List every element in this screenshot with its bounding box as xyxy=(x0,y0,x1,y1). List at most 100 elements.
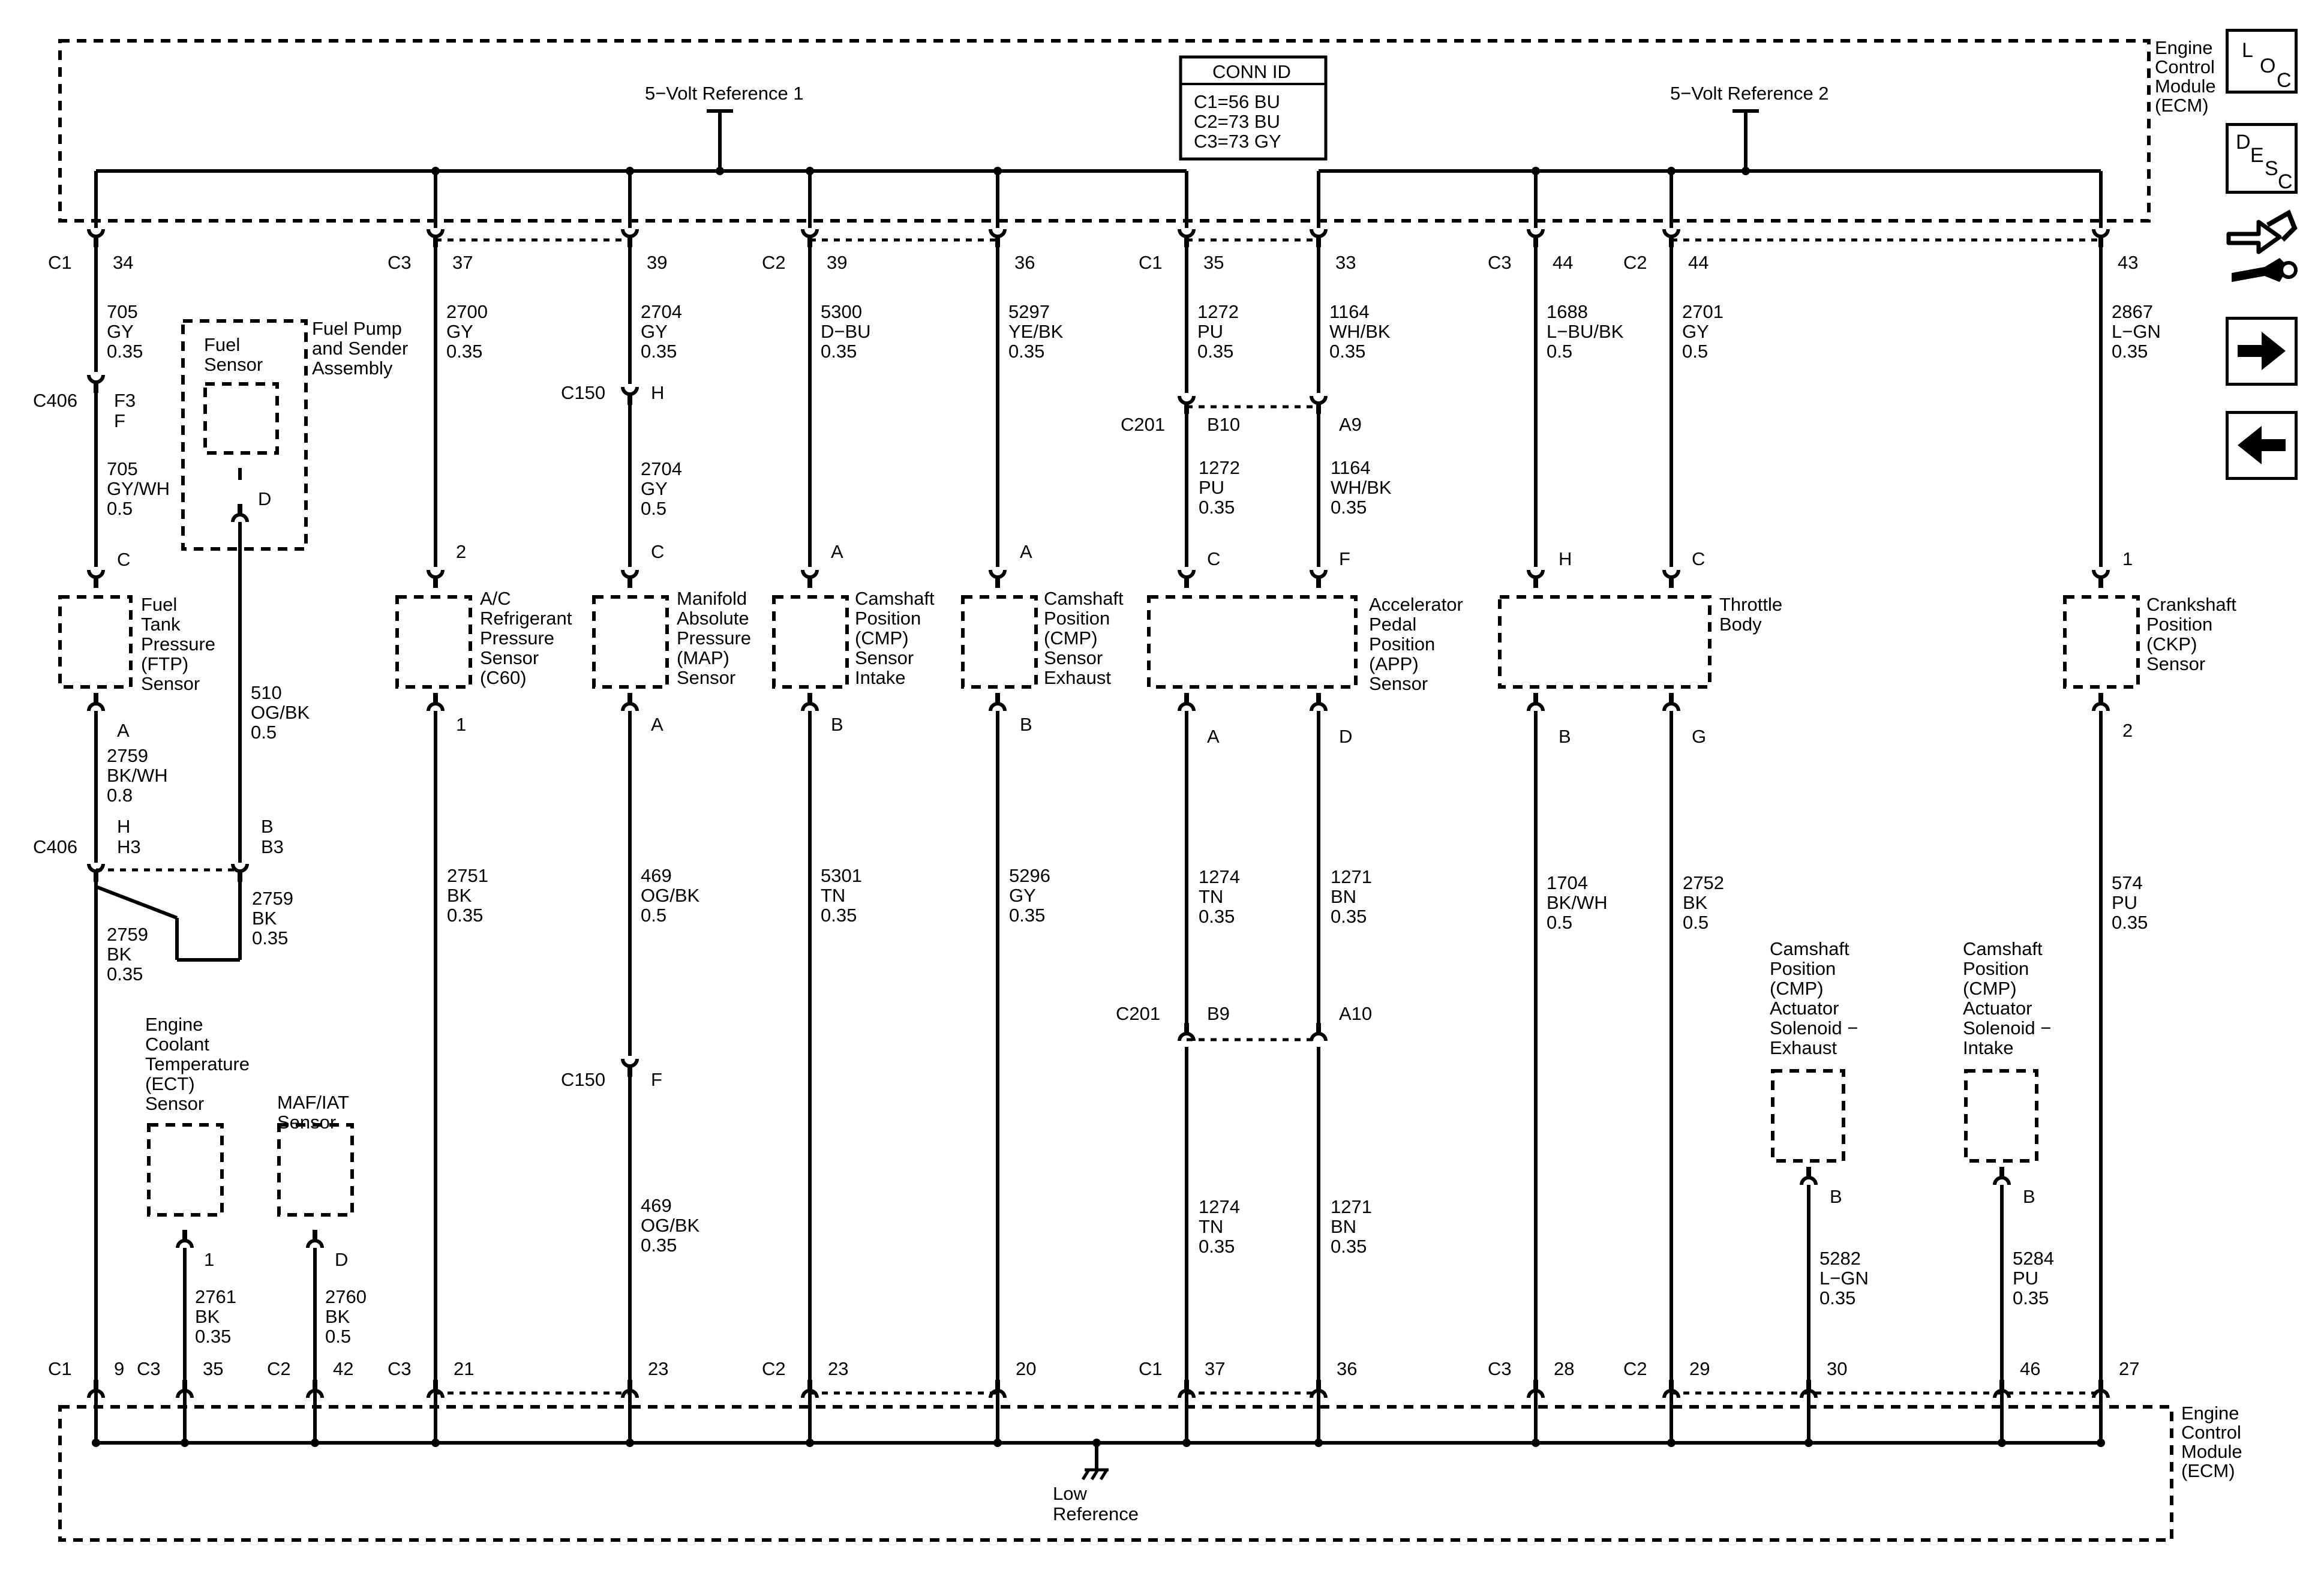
component-pin: G xyxy=(1692,726,1706,747)
connector-terminal xyxy=(433,236,438,247)
wire-label: WH/BK xyxy=(1331,477,1392,498)
bottom-connector-id: C2 xyxy=(762,1358,786,1379)
top-wire-label: 0.35 xyxy=(2112,341,2148,362)
inline-connector-id: C150 xyxy=(561,382,605,403)
connector-cavity xyxy=(1527,702,1545,712)
connector-cavity xyxy=(1662,702,1680,712)
cmp-intake-label: Intake xyxy=(855,667,905,688)
connector-terminal xyxy=(1533,236,1538,247)
top-wire-label: 2701 xyxy=(1682,301,1724,322)
connector-terminal xyxy=(1316,693,1321,704)
connector-cavity xyxy=(621,569,639,579)
wire-label: 0.35 xyxy=(1199,1236,1235,1257)
inline-pin: B xyxy=(261,816,274,837)
next-page-button[interactable] xyxy=(2226,317,2298,386)
component-pin: A xyxy=(651,714,663,735)
connector-cavity xyxy=(801,569,819,579)
harness-tool-icon[interactable] xyxy=(2223,207,2301,297)
desc-letter: C xyxy=(2278,170,2293,193)
wire-label: 469 xyxy=(641,1195,672,1216)
wire-label: PU xyxy=(2013,1268,2038,1289)
splice-dot xyxy=(1532,1439,1540,1447)
svg-text:Engine: Engine xyxy=(2155,37,2213,58)
app-sensor-label: (APP) xyxy=(1369,653,1419,674)
connector-terminal xyxy=(1184,403,1189,414)
cmp-exhaust-solenoid-label: Solenoid − xyxy=(1770,1017,1858,1038)
wire-label: 0.5 xyxy=(251,722,277,743)
wire-label: 0.5 xyxy=(107,498,133,519)
splice-dot xyxy=(181,1439,189,1447)
top-pin-number: 35 xyxy=(1203,252,1224,273)
ckp-sensor-label: (CKP) xyxy=(2146,634,2197,655)
wire-label: 0.35 xyxy=(641,1235,677,1256)
connector-terminal xyxy=(433,577,438,588)
connector-terminal xyxy=(1184,577,1189,588)
connector-cavity xyxy=(621,702,639,712)
fuel-pump-label: Assembly xyxy=(312,358,393,379)
ac-sensor-label: (C60) xyxy=(480,667,527,688)
connector-cavity xyxy=(1310,229,1328,238)
connector-terminal xyxy=(627,394,632,405)
wire-label: TN xyxy=(821,885,845,906)
ftp-label: Sensor xyxy=(141,673,200,694)
connector-terminal xyxy=(1316,577,1321,588)
top-wire-label: WH/BK xyxy=(1329,321,1391,342)
component-pin: C xyxy=(1692,548,1705,569)
svg-text:(ECM): (ECM) xyxy=(2181,1460,2235,1481)
bottom-pin-number: 37 xyxy=(1205,1358,1225,1379)
wire-label: BK xyxy=(325,1306,350,1327)
wire-label: 0.35 xyxy=(252,927,288,948)
bottom-pin-number: 46 xyxy=(2020,1358,2040,1379)
desc-button[interactable]: D E S C xyxy=(2226,123,2298,194)
connector-cavity xyxy=(621,386,639,396)
top-wire-label: 5297 xyxy=(1008,301,1050,322)
component-pin: B xyxy=(831,714,843,735)
splice-dot xyxy=(1182,1439,1191,1447)
wire-label: 5284 xyxy=(2013,1248,2054,1269)
wire-label: 5301 xyxy=(821,865,862,886)
svg-text:Module: Module xyxy=(2155,76,2216,97)
connector-cavity xyxy=(1178,395,1196,405)
component-pin: A xyxy=(1020,541,1032,562)
connector-terminal xyxy=(627,693,632,704)
inline-pin: H xyxy=(651,382,664,403)
connector-terminal xyxy=(433,1380,438,1391)
ect-sensor-label: Sensor xyxy=(145,1093,204,1114)
top-connector-id: C1 xyxy=(48,252,72,273)
cmp-exhaust-label: (CMP) xyxy=(1044,628,1098,649)
connector-cavity xyxy=(1310,1032,1328,1041)
conn-id-title: CONN ID xyxy=(1212,61,1291,82)
connector-cavity xyxy=(1310,569,1328,579)
inline-connector-id: C150 xyxy=(561,1069,605,1090)
top-wire-label: 0.35 xyxy=(1197,341,1233,362)
bottom-pin-number: 29 xyxy=(1689,1358,1710,1379)
connector-cavity xyxy=(1178,702,1196,712)
splice-dot xyxy=(311,1439,319,1447)
ftp-label: Fuel xyxy=(141,594,177,615)
component-pin: F xyxy=(1339,548,1350,569)
top-wire-label: L−GN xyxy=(2112,321,2161,342)
cmp-exhaust-label: Exhaust xyxy=(1044,667,1111,688)
cmp-exhaust-solenoid-label: Camshaft xyxy=(1770,938,1849,959)
cmp-intake-solenoid xyxy=(1964,1069,2038,1163)
connector-cavity xyxy=(801,229,819,238)
prev-page-button[interactable] xyxy=(2226,411,2298,480)
top-wire-label: 5300 xyxy=(821,301,862,322)
connector-terminal xyxy=(94,1380,98,1391)
component-pin: 1 xyxy=(204,1249,214,1270)
wire-label: 1704 xyxy=(1547,872,1588,893)
ac-sensor-label: Refrigerant xyxy=(480,608,572,629)
connector-terminal xyxy=(1316,403,1321,414)
loc-button[interactable]: L O C xyxy=(2226,29,2298,94)
cmp-exhaust-label: Sensor xyxy=(1044,647,1103,668)
component-pin: B xyxy=(2023,1186,2035,1207)
svg-text:(ECM): (ECM) xyxy=(2155,95,2209,116)
loc-letter: L xyxy=(2242,39,2253,62)
connector-terminal xyxy=(1316,1380,1321,1391)
wire-label: 0.5 xyxy=(1547,912,1572,933)
top-wire-label: GY xyxy=(107,321,134,342)
connector-cavity xyxy=(427,229,445,238)
wire-label: 0.35 xyxy=(1331,497,1367,518)
splice-dot xyxy=(1667,1439,1676,1447)
connector-cavity xyxy=(87,374,105,384)
